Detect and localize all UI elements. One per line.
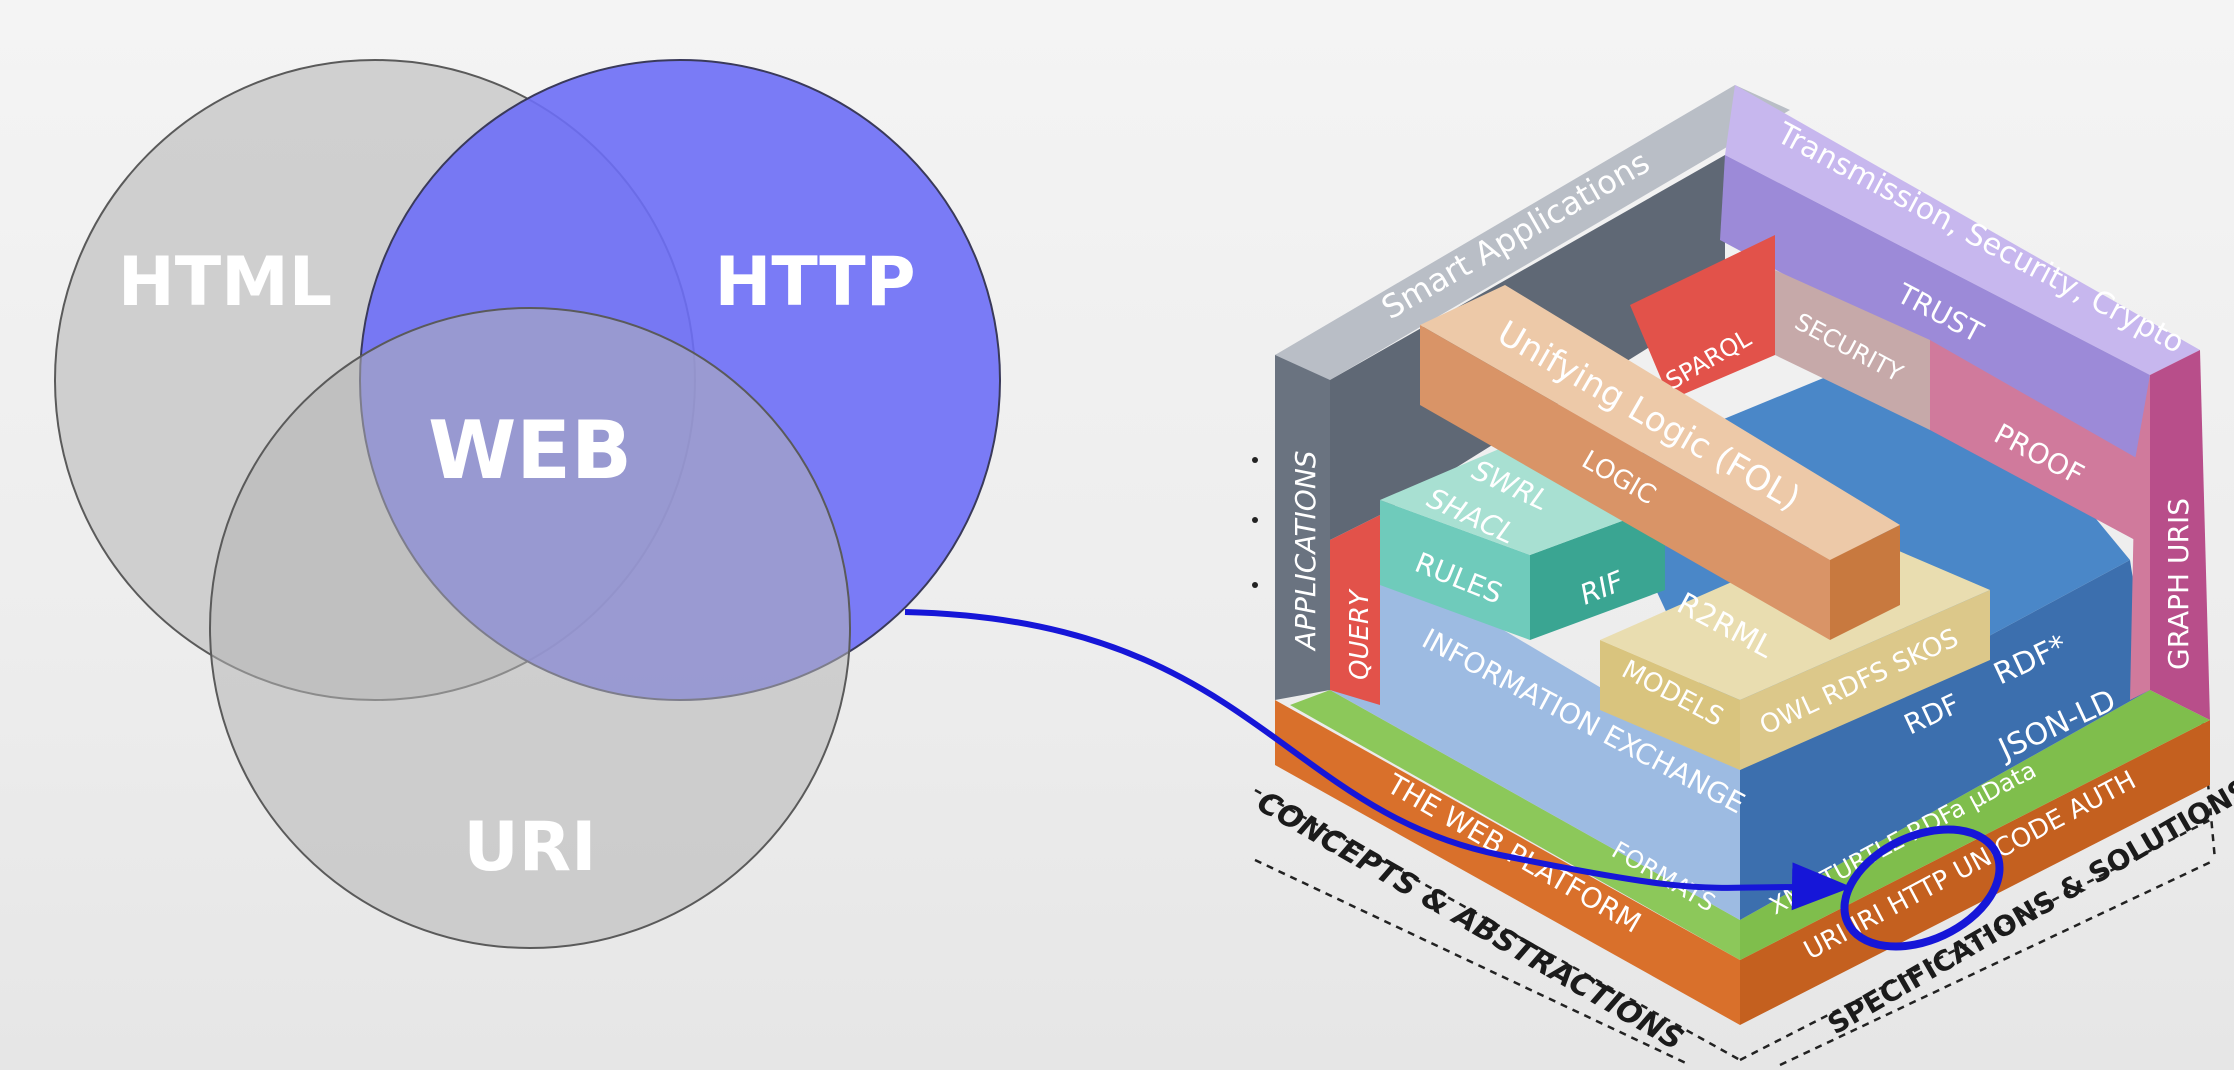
security-block [1775, 270, 1930, 430]
query-bar [1330, 515, 1380, 705]
uri-circle [209, 307, 851, 949]
trust-band [1720, 155, 2150, 465]
applications-bar [1275, 330, 1330, 700]
owl-block [1740, 590, 1990, 770]
rif-block [1530, 505, 1665, 640]
venn-diagram: HTML HTTP WEB URI [54, 59, 1001, 949]
transmission-frame [1725, 85, 2200, 375]
rules-block [1380, 500, 1530, 640]
formats-right-slab [1740, 690, 2210, 960]
smart-apps-frame [1275, 85, 1790, 380]
spec-base-slab [1740, 720, 2210, 1025]
semantic-web-stack: Smart Applications Transmission, Securit… [1251, 85, 2234, 1067]
http-highlight-ellipse [1840, 825, 2004, 951]
html-label: HTML [118, 243, 332, 322]
info-exchange-slab [1330, 560, 1740, 920]
models-block [1600, 640, 1740, 770]
sparql-block [1630, 235, 1775, 400]
http-connector-arrow [904, 609, 1852, 911]
graph-uris-side [2130, 375, 2150, 700]
http-label: HTTP [714, 243, 915, 322]
base-frame [1252, 457, 2217, 1067]
web-platform-slab [1275, 700, 1740, 1025]
graph-uris-label: GRAPH URIS [2162, 498, 2195, 670]
unifying-logic-front [1420, 325, 1830, 640]
swrl-top [1380, 440, 1665, 555]
uri-label: URI [464, 808, 597, 887]
unifying-logic-top [1420, 285, 1900, 560]
graph-uris-bar [2150, 350, 2210, 720]
proof-block [1930, 340, 2140, 540]
formats-slab [1290, 690, 1740, 960]
applications-label: APPLICATIONS [1289, 450, 1322, 652]
web-label: WEB [428, 404, 632, 497]
query-label: QUERY [1345, 588, 1375, 680]
unifying-logic-end [1830, 525, 1900, 640]
rdf-slab [1740, 560, 2150, 920]
connector [904, 609, 2004, 951]
